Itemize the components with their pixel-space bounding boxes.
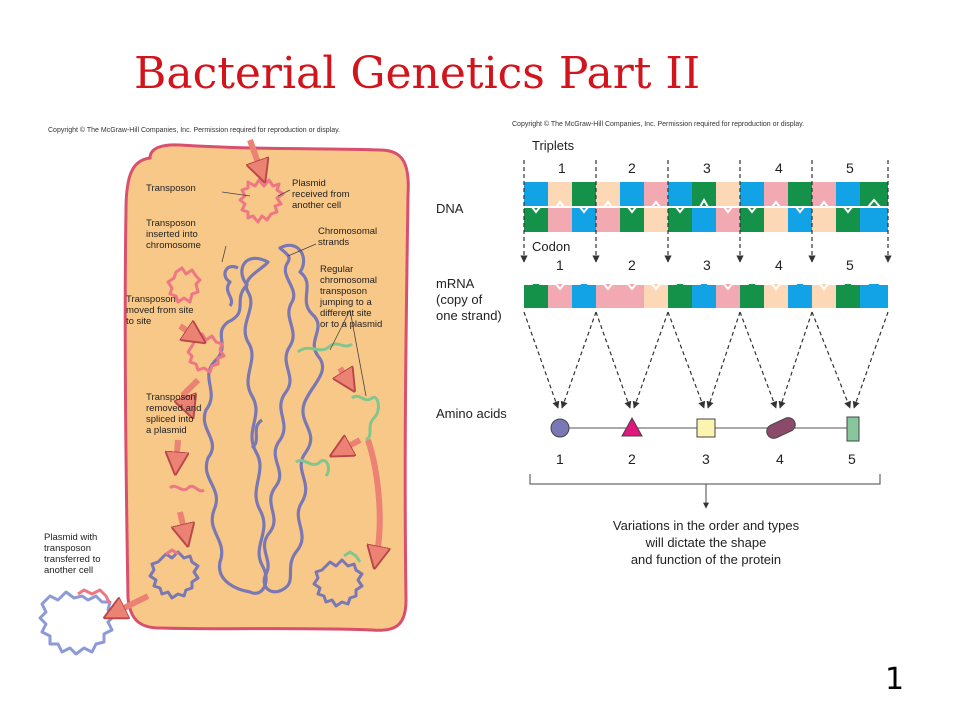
label-mrna-3: one strand) xyxy=(436,308,502,323)
codon-number-4: 4 xyxy=(775,257,783,273)
label-transferred-4: another cell xyxy=(44,565,93,576)
label-regular-2: chromosomal xyxy=(320,275,377,286)
chromosome-strands xyxy=(202,243,325,595)
label-inserted-2: inserted into xyxy=(146,229,198,240)
codon-number-2: 2 xyxy=(628,257,636,273)
amino-acid-circle xyxy=(550,418,570,438)
amino-number-1: 1 xyxy=(556,451,564,467)
triplet-number-4: 4 xyxy=(775,160,783,176)
conclusion-line-2: will dictate the shape xyxy=(645,535,767,550)
amino-acid-oval xyxy=(766,417,796,439)
conclusion-line-3: and function of the protein xyxy=(631,552,781,567)
process-arrows xyxy=(112,139,380,614)
label-moved-3: to site xyxy=(126,316,151,327)
label-regular-4: jumping to a xyxy=(319,297,372,308)
triplet-number-1: 1 xyxy=(558,160,566,176)
amino-number-4: 4 xyxy=(776,451,784,467)
label-moved-2: moved from site xyxy=(126,305,194,316)
codon-number-3: 3 xyxy=(703,257,711,273)
label-chromosomal-1: Chromosomal xyxy=(318,226,377,237)
label-regular-1: Regular xyxy=(320,264,353,275)
triplet-number-3: 3 xyxy=(703,160,711,176)
label-regular-6: or to a plasmid xyxy=(320,319,382,330)
slide-title: Bacterial Genetics Part II xyxy=(134,48,701,99)
amino-acid-triangle xyxy=(621,416,643,437)
codon-number-5: 5 xyxy=(846,257,854,273)
dna-strand-top xyxy=(524,182,888,206)
amino-number-5: 5 xyxy=(848,451,856,467)
left-copyright: Copyright © The McGraw-Hill Companies, I… xyxy=(48,127,341,134)
triplet-number-5: 5 xyxy=(846,160,854,176)
label-dna: DNA xyxy=(436,201,464,216)
label-removed-2: removed and xyxy=(146,403,201,414)
conclusion-line-1: Variations in the order and types xyxy=(613,518,800,533)
label-inserted-1: Transposon xyxy=(146,218,196,229)
label-removed-3: spliced into xyxy=(146,414,194,425)
amino-number-2: 2 xyxy=(628,451,636,467)
label-mrna-2: (copy of xyxy=(436,292,483,307)
right-copyright: Copyright © The McGraw-Hill Companies, I… xyxy=(512,121,805,128)
amino-acid-rect xyxy=(846,416,860,442)
label-plasmid-received-2: received from xyxy=(292,189,350,200)
amino-number-3: 3 xyxy=(702,451,710,467)
label-transposon: Transposon xyxy=(146,183,196,194)
label-chromosomal-2: strands xyxy=(318,237,349,248)
label-moved-1: Transposon xyxy=(126,294,176,305)
page-number: 1 xyxy=(885,662,905,697)
label-removed-1: Transposon xyxy=(146,392,196,403)
label-regular-5: different site xyxy=(320,308,372,319)
label-amino-acids: Amino acids xyxy=(436,406,507,421)
dna-strand-bottom xyxy=(524,208,888,232)
label-codon: Codon xyxy=(532,239,570,254)
transposon-group xyxy=(38,178,380,656)
label-transferred-2: transposon xyxy=(44,543,91,554)
label-transferred-3: transferred to xyxy=(44,554,101,565)
mrna-strand xyxy=(524,284,888,308)
label-regular-3: transposon xyxy=(320,286,367,297)
label-plasmid-received-1: Plasmid xyxy=(292,178,326,189)
amino-acid-square xyxy=(696,418,716,438)
label-transferred-1: Plasmid with xyxy=(44,532,97,543)
label-inserted-3: chromosome xyxy=(146,240,201,251)
label-triplets: Triplets xyxy=(532,138,575,153)
triplet-number-2: 2 xyxy=(628,160,636,176)
codon-number-1: 1 xyxy=(556,257,564,273)
label-plasmid-received-3: another cell xyxy=(292,200,341,211)
label-mrna-1: mRNA xyxy=(436,276,475,291)
label-removed-4: a plasmid xyxy=(146,425,187,436)
bacterial-cell xyxy=(123,143,410,632)
